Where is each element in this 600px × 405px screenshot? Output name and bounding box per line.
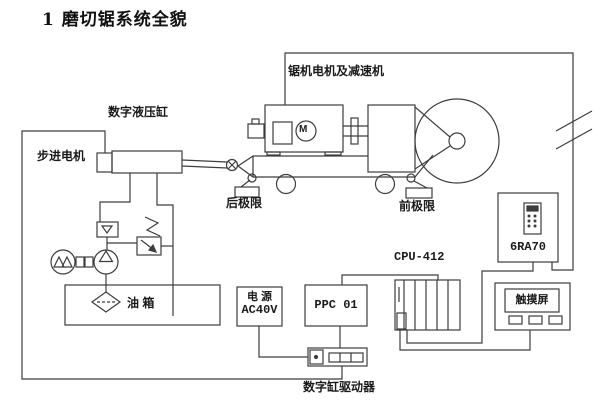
belt-lines — [414, 106, 451, 170]
hydraulic-cylinder-label: 数字液压缸 — [108, 105, 169, 119]
hydraulic-cylinder-body — [111, 150, 183, 174]
page-title: 1 磨切锯系统全貌 — [42, 10, 188, 30]
oil-tank-box — [64, 284, 221, 326]
touch-screen-button — [548, 315, 563, 325]
check-valve — [96, 221, 119, 238]
wire-break-mark — [555, 110, 593, 132]
wire-break-mark — [555, 128, 593, 150]
touch-screen-button — [508, 315, 523, 325]
ppc-label: PPC 01 — [314, 298, 358, 312]
front-limit-switch — [405, 173, 433, 199]
rack-to-drive-wire — [406, 262, 534, 344]
rear-limit-switch — [234, 173, 260, 198]
motor-circle — [295, 120, 317, 142]
saw-motor-power-wire — [284, 52, 593, 271]
stepper-motor-label: 步进电机 — [37, 149, 86, 163]
power-supply-line1: 电 源 — [246, 291, 273, 303]
driver-to-stepper-wire — [21, 130, 343, 380]
cylinder-driver-box — [307, 347, 368, 367]
ppc-to-cpu-wire — [341, 274, 439, 285]
cylinder-rod — [181, 158, 239, 172]
filter — [90, 291, 122, 313]
shaft-coupling — [343, 117, 368, 145]
touch-screen-button — [528, 315, 543, 325]
gearbox — [367, 104, 416, 173]
rack-to-touchscreen-wire — [399, 330, 531, 351]
dc-drive-label: 6RA70 — [509, 240, 546, 254]
ppc-box — [304, 284, 368, 327]
front-limit-label: 前极限 — [399, 199, 436, 213]
plc-rack — [394, 279, 461, 331]
dc-drive-box — [497, 192, 559, 263]
roller — [374, 173, 396, 195]
touch-screen-box — [494, 282, 571, 331]
carriage-base — [236, 154, 434, 195]
cpu-label: CPU-412 — [394, 250, 445, 264]
touch-screen-label: 触摸屏 — [515, 294, 549, 306]
power-to-driver-wire — [258, 326, 308, 358]
rear-limit-label: 后极限 — [226, 196, 263, 210]
motor-m-symbol: M — [299, 124, 308, 135]
saw-wheel — [414, 98, 500, 184]
power-supply-line2: AC40V — [241, 302, 278, 317]
saw-motor-unit — [247, 104, 344, 156]
spring-zigzag — [144, 216, 161, 237]
cylinder-port-a-line — [99, 173, 131, 222]
return-line — [156, 173, 174, 316]
oil-tank-label: 油 箱 — [127, 296, 155, 310]
roller — [275, 173, 297, 195]
stepper-motor-box — [96, 152, 113, 173]
pump-motor — [50, 249, 76, 275]
cylinder-driver-label: 数字缸驱动器 — [303, 380, 376, 394]
power-supply-label: 电 源 AC40V — [237, 291, 282, 317]
saw-motor-label: 锯机电机及减速机 — [288, 64, 385, 78]
hydraulic-circuit — [50, 173, 221, 326]
